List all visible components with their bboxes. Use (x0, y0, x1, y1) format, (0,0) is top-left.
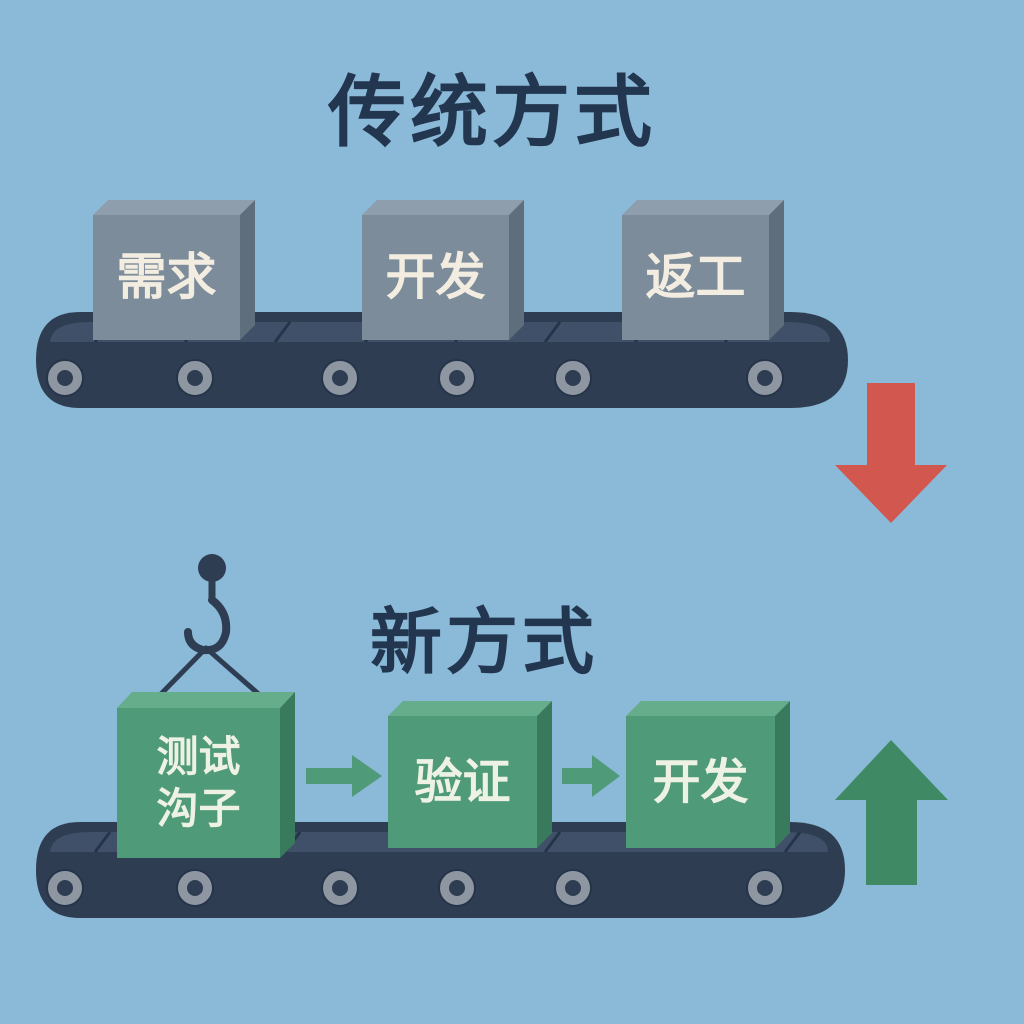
box-label-verify: 验证 (414, 754, 511, 810)
box-label-requirements: 需求 (116, 248, 217, 307)
title-traditional: 传统方式 (327, 68, 656, 158)
belt-rollers-bottom (46, 869, 784, 907)
green-box-3 (626, 701, 790, 848)
arrow-up-icon (835, 740, 948, 885)
gray-box-1 (93, 200, 255, 340)
gray-box-3 (622, 200, 784, 340)
title-new: 新方式 (369, 600, 598, 684)
green-box-1 (117, 692, 295, 858)
arrow-right-icon (306, 755, 382, 797)
arrow-down-icon (835, 383, 947, 523)
gray-box-2 (362, 200, 524, 340)
box-label-development: 开发 (385, 248, 486, 307)
box-label-test-hook: 测试 沟子 (156, 731, 241, 834)
arrow-right-icon (562, 755, 620, 797)
crane-hook-icon (155, 554, 265, 700)
box-label-rework: 返工 (645, 248, 746, 307)
box-label-development-new: 开发 (652, 754, 749, 810)
belt-rollers-top (46, 359, 784, 397)
green-box-2 (388, 701, 552, 848)
